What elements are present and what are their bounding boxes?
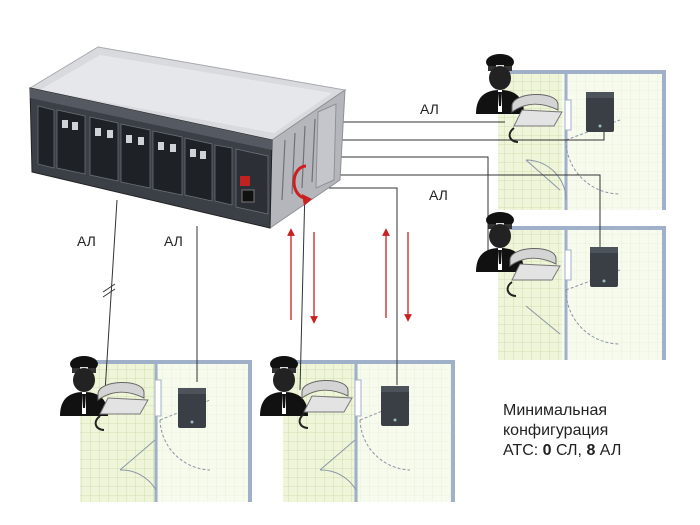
caption-line-2: конфигурация (503, 422, 609, 439)
line-label-left-2: АЛ (164, 233, 183, 249)
line-to-bottom-left-phone (104, 199, 118, 393)
line-label-right: АЛ (429, 187, 448, 203)
reader-top-right (586, 92, 614, 132)
trunk-count: 0 (542, 442, 552, 459)
caption-prefix: АТС: (503, 442, 539, 459)
line-to-top-right-reader (340, 128, 605, 141)
reader-bottom-left (178, 388, 206, 428)
caption-line-3: АТС: 0 СЛ, 8 АЛ (503, 441, 693, 461)
connection-lines (102, 121, 605, 393)
signal-arrows (287, 228, 412, 324)
subscriber-count: 8 (586, 442, 596, 459)
loop-marker (292, 164, 312, 206)
subscriber-unit: АЛ (599, 442, 622, 459)
reader-mid-right (590, 247, 618, 287)
caption-line-1: Минимальная (503, 402, 608, 419)
line-to-mid-right-phone (322, 156, 489, 258)
line-to-bottom-middle-phone (299, 187, 306, 391)
trunk-unit: СЛ, (556, 442, 582, 459)
reader-bottom-middle (381, 386, 409, 426)
room-bottom-middle (283, 360, 455, 502)
room-mid-right (498, 226, 666, 360)
line-label-left-1: АЛ (77, 233, 96, 249)
configuration-caption: Минимальная конфигурация АТС: 0 СЛ, 8 АЛ (503, 401, 693, 461)
line-to-bottom-middle-reader (305, 187, 398, 385)
pbx-unit (28, 46, 347, 229)
line-to-mid-right-reader (322, 174, 601, 250)
line-label-top: АЛ (420, 101, 439, 117)
room-top-right (498, 70, 666, 210)
